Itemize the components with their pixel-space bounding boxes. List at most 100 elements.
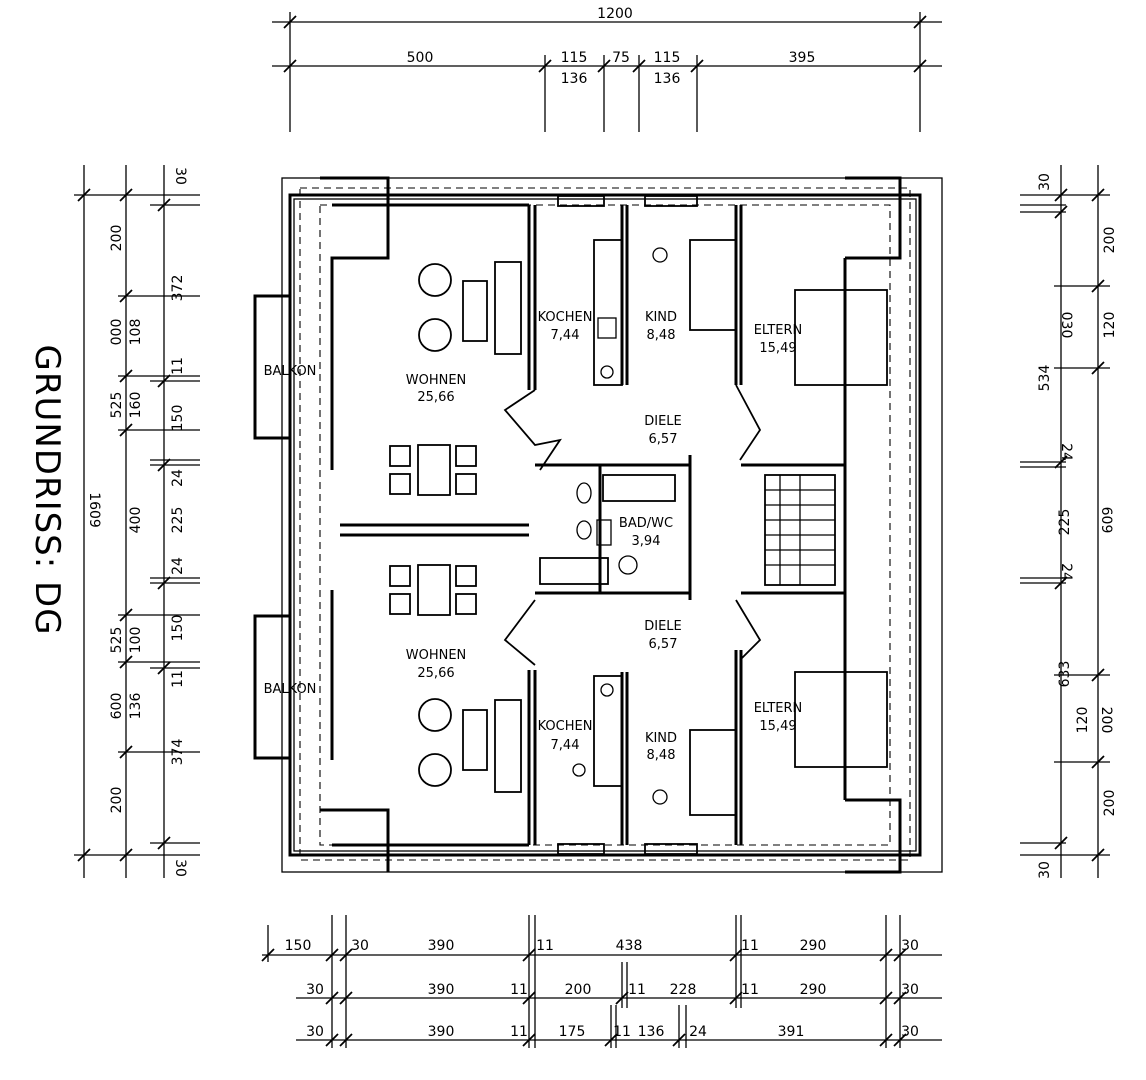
dim-bottom3-11a: 11: [510, 1024, 528, 1040]
dim-left-400: 400: [128, 507, 144, 534]
right-dimension-lines: [1020, 165, 1110, 878]
dim-bottom1-11b: 11: [741, 938, 759, 954]
room-wohnen-top-area: 25,66: [417, 390, 454, 405]
room-wohnen-top-name: WOHNEN: [406, 373, 467, 388]
dim-right-120a: 120: [1102, 312, 1118, 339]
dim-bottom3-11b: 11: [613, 1024, 631, 1040]
room-diele-top-area: 6,57: [649, 432, 678, 447]
room-eltern-bottom-area: 15,49: [759, 719, 796, 734]
dim-top-115b: 115: [654, 50, 681, 66]
room-diele-bottom-name: DIELE: [644, 619, 682, 634]
dim-left-108: 108: [128, 319, 144, 346]
dim-left-inner-150b: 150: [170, 615, 186, 642]
room-kochen-top-name: KOCHEN: [538, 310, 593, 325]
dim-top-136b: 136: [654, 71, 681, 87]
room-balkon-bottom: BALKON: [264, 682, 317, 697]
room-kochen-bottom-area: 7,44: [551, 738, 580, 753]
room-bad-name: BAD/WC: [619, 516, 673, 531]
room-eltern-bottom-name: ELTERN: [754, 701, 803, 716]
balkon-bottom: [253, 614, 292, 760]
room-kind-bottom-area: 8,48: [647, 748, 676, 763]
dim-left-outer-total: 1609: [86, 492, 102, 528]
dim-right-200c: 200: [1102, 790, 1118, 817]
room-diele-top-name: DIELE: [644, 414, 682, 429]
dim-right-200a: 200: [1102, 227, 1118, 254]
dim-left-200b: 200: [109, 787, 125, 814]
dim-left-000: 000: [109, 319, 125, 346]
room-kind-top-name: KIND: [645, 310, 677, 325]
dim-right-120b: 120: [1075, 707, 1091, 734]
dim-bottom3-30b: 30: [901, 1024, 919, 1040]
dim-left-inner-24a: 24: [170, 469, 186, 487]
dim-left-600: 600: [109, 693, 125, 720]
dim-bottom3-30a: 30: [306, 1024, 324, 1040]
dim-left-inner-11b: 11: [170, 670, 186, 688]
dim-left-100: 100: [128, 627, 144, 654]
dim-right-200b: 200: [1098, 707, 1114, 734]
dim-bottom3-390: 390: [428, 1024, 455, 1040]
dim-right-609: 609: [1098, 507, 1114, 534]
dim-bottom1-290: 290: [800, 938, 827, 954]
dim-top-total: 1200: [597, 6, 633, 22]
dim-bottom3-391: 391: [778, 1024, 805, 1040]
dim-top-75: 75: [612, 50, 630, 66]
dim-left-525a: 525: [109, 392, 125, 419]
dim-bottom1-30b: 30: [901, 938, 919, 954]
dim-right-534: 534: [1037, 365, 1053, 392]
dim-right-633: 633: [1057, 661, 1073, 688]
room-wohnen-bottom-name: WOHNEN: [406, 648, 467, 663]
dim-left-inner-150a: 150: [170, 405, 186, 432]
room-eltern-top-name: ELTERN: [754, 323, 803, 338]
left-dimension-lines: [74, 165, 200, 878]
room-balkon-top: BALKON: [264, 364, 317, 379]
dim-bottom1-390: 390: [428, 938, 455, 954]
dim-bottom2-11b: 11: [628, 982, 646, 998]
top-dimension-lines: [272, 12, 942, 132]
dim-right-24b: 24: [1058, 563, 1074, 581]
dim-left-525b: 525: [109, 627, 125, 654]
dim-bottom3-175: 175: [559, 1024, 586, 1040]
dim-left-inner-30b: 30: [172, 859, 188, 877]
dim-right-30b: 30: [1037, 861, 1053, 879]
dim-left-inner-24b: 24: [170, 557, 186, 575]
room-diele-bottom-area: 6,57: [649, 637, 678, 652]
dim-left-200a: 200: [109, 225, 125, 252]
dim-left-inner-372: 372: [170, 275, 186, 302]
dim-left-inner-374: 374: [170, 739, 186, 766]
dim-right-30a: 30: [1037, 173, 1053, 191]
dim-left-160: 160: [128, 392, 144, 419]
dim-right-030: 030: [1058, 312, 1074, 339]
dim-bottom1-150: 150: [285, 938, 312, 954]
dim-top-395: 395: [789, 50, 816, 66]
dim-right-24a: 24: [1058, 443, 1074, 461]
building-walls: [281, 176, 943, 874]
dim-left-136: 136: [128, 693, 144, 720]
dim-bottom2-30b: 30: [901, 982, 919, 998]
dim-bottom3-24: 24: [689, 1024, 707, 1040]
dim-top-500: 500: [407, 50, 434, 66]
plan-title: GRUNDRISS: DG: [27, 344, 67, 635]
dim-left-inner-11a: 11: [170, 357, 186, 375]
room-kind-bottom-name: KIND: [645, 731, 677, 746]
room-bad-area: 3,94: [632, 534, 661, 549]
room-eltern-top-area: 15,49: [759, 341, 796, 356]
dim-bottom1-438: 438: [616, 938, 643, 954]
dim-right-225: 225: [1057, 509, 1073, 536]
dim-top-136a: 136: [561, 71, 588, 87]
furniture: [389, 239, 888, 816]
room-kochen-top-area: 7,44: [551, 328, 580, 343]
dim-left-inner-225: 225: [170, 507, 186, 534]
room-kochen-bottom-name: KOCHEN: [538, 719, 593, 734]
dim-bottom2-290: 290: [800, 982, 827, 998]
dim-bottom2-200: 200: [565, 982, 592, 998]
dim-bottom2-11c: 11: [741, 982, 759, 998]
room-kind-top-area: 8,48: [647, 328, 676, 343]
dim-bottom2-390: 390: [428, 982, 455, 998]
bottom-dimension-lines: [261, 915, 942, 1048]
dim-bottom2-30a: 30: [306, 982, 324, 998]
dim-bottom3-136: 136: [638, 1024, 665, 1040]
room-wohnen-bottom-area: 25,66: [417, 666, 454, 681]
dim-bottom2-228: 228: [670, 982, 697, 998]
dim-bottom1-11a: 11: [536, 938, 554, 954]
